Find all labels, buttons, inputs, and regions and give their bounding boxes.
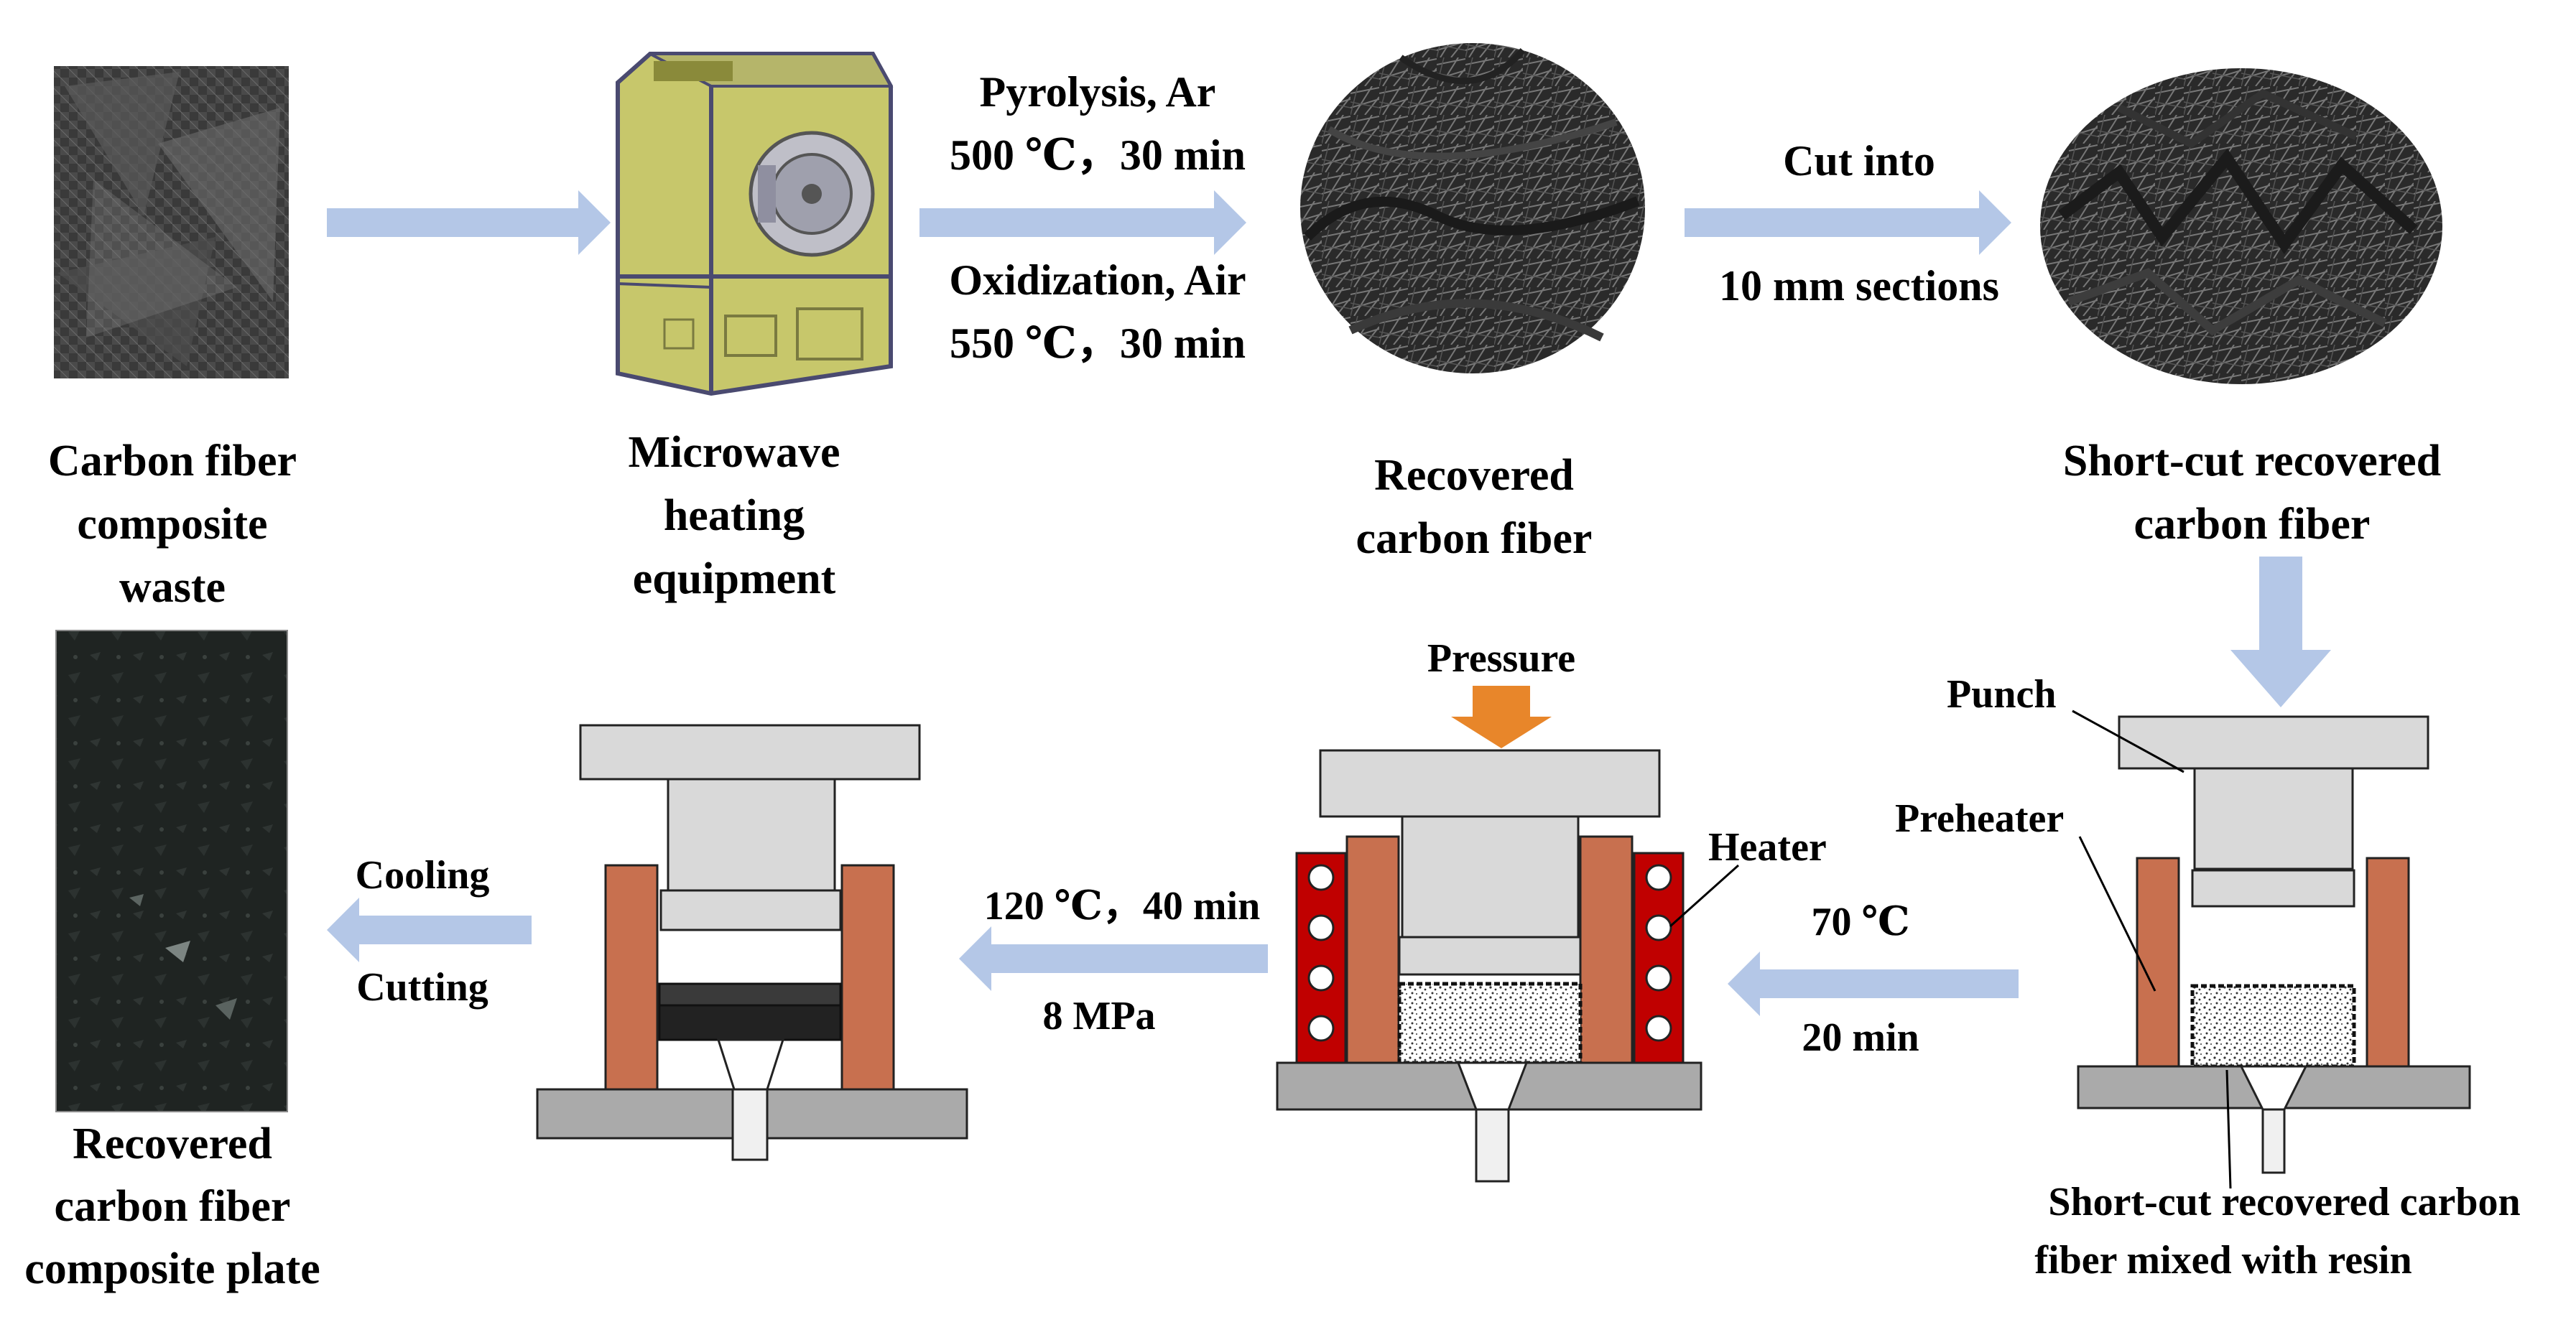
svg-text:carbon fiber: carbon fiber [55, 1182, 291, 1231]
heater-left [1295, 852, 1347, 1064]
svg-text:carbon fiber: carbon fiber [2134, 500, 2371, 549]
recovered-fiber-photo [1300, 43, 1645, 373]
arrow-recovered-to-shortcut [1685, 190, 2011, 255]
svg-text:Short-cut recovered: Short-cut recovered [2063, 437, 2441, 485]
waste-label: Carbon fiber composite waste [48, 437, 297, 612]
svg-text:Pyrolysis, Ar: Pyrolysis, Ar [980, 68, 1216, 116]
arrow-waste-to-microwave [327, 190, 611, 255]
svg-text:fiber mixed with resin: fiber mixed with resin [2034, 1238, 2411, 1283]
recovered-label: Recovered carbon fiber [1356, 451, 1593, 563]
svg-text:Carbon fiber: Carbon fiber [48, 437, 297, 485]
step1-time: 20 min [1802, 1015, 1919, 1060]
punch-label: Punch [1947, 672, 2057, 717]
cooling-label: Cooling [356, 853, 490, 898]
heater-right [1633, 852, 1685, 1064]
shortcut-label: Short-cut recovered carbon fiber [2063, 437, 2441, 549]
hot-press-mold [1276, 749, 1702, 1183]
svg-text:550 ℃，30 min: 550 ℃，30 min [950, 320, 1246, 367]
preheat-mold [2077, 715, 2471, 1174]
carbon-fiber-waste-photo [54, 66, 289, 378]
heater-leader [1669, 864, 1740, 928]
oxidization-conditions: Oxidization, Air 550 ℃，30 min [949, 256, 1246, 367]
arrow-press-to-cool [959, 926, 1268, 991]
svg-text:500 ℃，30 min: 500 ℃，30 min [950, 131, 1246, 179]
arrow-microwave-to-recovered [919, 190, 1246, 255]
arrow-shortcut-down [2230, 557, 2331, 707]
composite-plate-photo [55, 630, 288, 1112]
punch-leader [2072, 709, 2184, 773]
svg-text:waste: waste [119, 563, 226, 612]
svg-text:composite: composite [77, 500, 267, 549]
svg-text:Recovered: Recovered [1374, 451, 1574, 500]
preheater-leader [2078, 836, 2156, 992]
cutting-label: Cutting [356, 965, 488, 1010]
cut-text-line2: 10 mm sections [1719, 262, 1999, 310]
svg-text:carbon fiber: carbon fiber [1356, 514, 1593, 563]
preheater-label: Preheater [1895, 796, 2064, 841]
svg-text:Recovered: Recovered [73, 1120, 272, 1168]
arrow-preheat-to-press [1728, 951, 2019, 1016]
mixed-resin-label: Short-cut recovered carbon fiber mixed w… [2034, 1180, 2520, 1283]
arrow-cool-to-plate [327, 898, 532, 962]
shortcut-fiber-photo [2040, 68, 2442, 384]
svg-text:heating: heating [664, 491, 805, 540]
step2-pressure: 8 MPa [1042, 994, 1155, 1038]
cooling-mold [536, 724, 968, 1161]
microwave-label: Microwave heating equipment [629, 428, 840, 603]
mixed-leader [2225, 1069, 2232, 1189]
microwave-equipment-icon [616, 52, 894, 396]
svg-text:Oxidization, Air: Oxidization, Air [949, 256, 1246, 304]
svg-text:Short-cut recovered carbon: Short-cut recovered carbon [2048, 1180, 2520, 1224]
svg-text:equipment: equipment [633, 554, 836, 603]
pressure-label: Pressure [1427, 636, 1575, 681]
heater-label: Heater [1708, 825, 1827, 870]
plate-label: Recovered carbon fiber composite plate [24, 1120, 320, 1293]
svg-text:Microwave: Microwave [629, 428, 840, 477]
step2-temp: 120 ℃，40 min [984, 884, 1260, 929]
svg-text:composite plate: composite plate [24, 1244, 320, 1293]
pressure-arrow [1451, 686, 1552, 748]
cut-text-line1: Cut into [1783, 137, 1935, 185]
pyrolysis-conditions: Pyrolysis, Ar 500 ℃，30 min [950, 68, 1246, 179]
step1-temp: 70 ℃ [1811, 900, 1909, 944]
